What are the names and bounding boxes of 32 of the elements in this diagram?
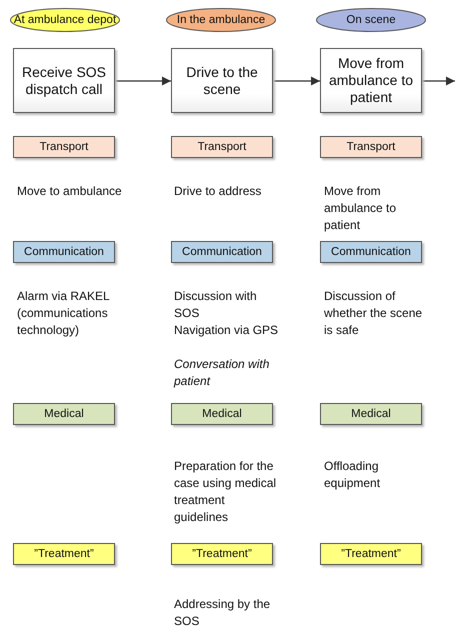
note-text: Discussion of whether the scene is safe [324, 288, 424, 339]
note-text: Drive to address [174, 183, 262, 200]
note-text: Move to ambulance [17, 183, 123, 200]
note-text: Offloading equipment [324, 458, 382, 492]
category-box: Communication [320, 241, 422, 263]
note-text: Alarm via RAKEL (communications technology) [17, 288, 110, 339]
note-text: Discussion with SOS [174, 288, 258, 322]
phase-ellipse: At ambulance depot [10, 8, 120, 32]
process-box: Receive SOS dispatch call [13, 48, 115, 113]
category-box: Medical [171, 403, 273, 425]
arrow [273, 76, 320, 86]
phase-ellipse: In the ambulance [166, 8, 276, 32]
category-box: ”Treatment” [13, 543, 115, 565]
process-box: Drive to the scene [171, 48, 273, 113]
category-box: Medical [13, 403, 115, 425]
process-box: Move from ambulance to patient [320, 48, 422, 113]
note-text: Move from ambulance to patient [324, 183, 398, 234]
note-text: Preparation for the case using medical treatment guidelines [174, 458, 278, 526]
category-box: ”Treatment” [171, 543, 273, 565]
category-box: ”Treatment” [320, 543, 422, 565]
arrow [115, 76, 171, 86]
category-box: Transport [320, 136, 422, 158]
note-text: Navigation via GPS [174, 322, 280, 339]
category-box: Medical [320, 403, 422, 425]
note-text: Conversation with patient [174, 356, 270, 390]
category-box: Transport [13, 136, 115, 158]
category-box: Communication [13, 241, 115, 263]
category-box: Communication [171, 241, 273, 263]
note-text: Addressing by the SOS [174, 596, 272, 629]
phase-ellipse: On scene [316, 8, 426, 32]
arrow [422, 76, 455, 86]
category-box: Transport [171, 136, 273, 158]
